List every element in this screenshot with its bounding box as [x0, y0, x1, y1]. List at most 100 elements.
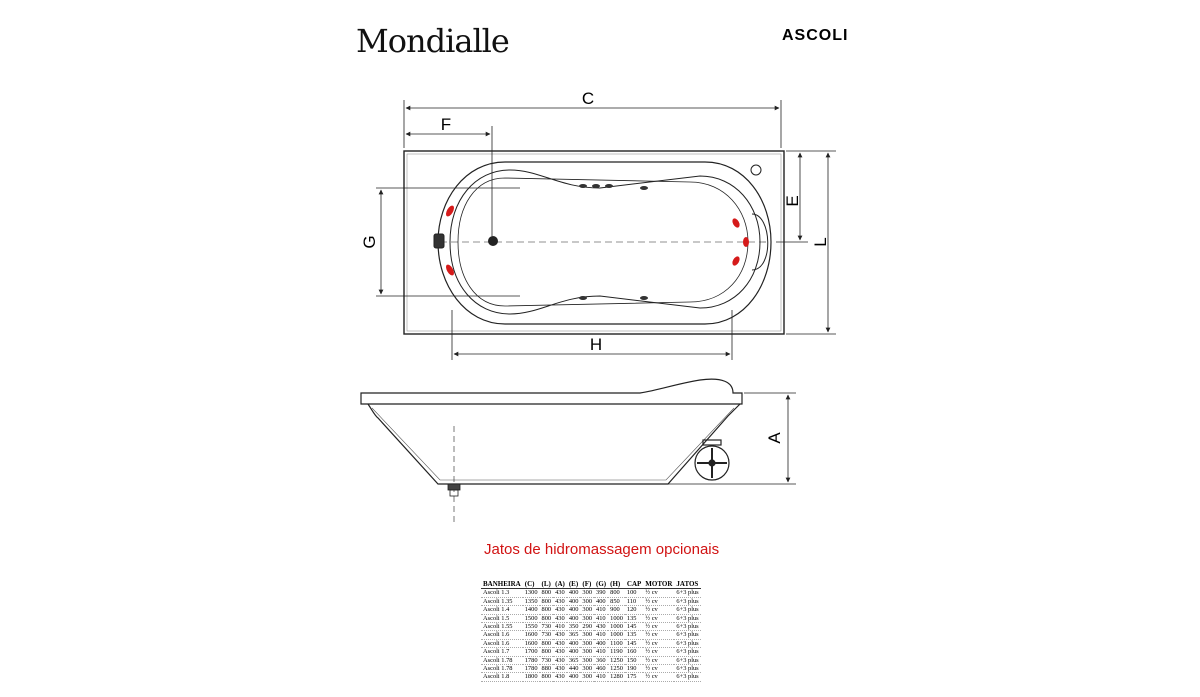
table-cell: 430	[553, 656, 567, 666]
table-cell: 1600	[522, 630, 540, 640]
table-cell: Ascoli 1.5	[481, 614, 523, 624]
drain-fitting	[447, 483, 461, 497]
table-cell: 300	[580, 647, 595, 657]
table-cell: Ascoli 1.7	[481, 647, 523, 657]
side-shell	[367, 403, 741, 485]
table-cell: 350	[566, 622, 581, 632]
table-cell: Ascoli 1.35	[481, 597, 523, 607]
tub-rim-inner-edge	[406, 153, 782, 332]
table-cell: 6+3 plus	[674, 614, 701, 624]
table-cell: 300	[580, 639, 595, 649]
table-cell: 1000	[608, 614, 625, 624]
col-motor: MOTOR	[643, 580, 675, 590]
table-cell: 1300	[522, 588, 540, 598]
table-cell: 430	[553, 614, 567, 624]
table-cell: Ascoli 1.78	[481, 664, 523, 674]
table-cell: 300	[580, 664, 595, 674]
table-cell: 1250	[608, 664, 625, 674]
table-cell: 400	[594, 639, 609, 649]
table-cell: 1780	[522, 656, 540, 666]
spec-table: BANHEIRA (C) (L) (A) (E) (F) (G) (H) CAP…	[481, 580, 701, 682]
table-cell: 410	[594, 672, 609, 682]
col-e: (E)	[566, 580, 581, 590]
table-cell: 1550	[522, 622, 540, 632]
table-cell: Ascoli 1.6	[481, 639, 523, 649]
dimension-g-label: G	[360, 235, 379, 248]
table-cell: 1400	[522, 605, 540, 615]
basin-inner-outline	[449, 169, 761, 315]
table-cell: 430	[553, 630, 567, 640]
col-a: (A)	[553, 580, 567, 590]
table-cell: ½ cv	[643, 664, 675, 674]
table-cell: 100	[624, 588, 644, 598]
side-rim	[360, 378, 743, 405]
table-cell: 110	[624, 597, 644, 607]
table-cell: 430	[553, 597, 567, 607]
table-cell: 800	[539, 614, 554, 624]
side-view	[360, 378, 743, 522]
basin-floor-outline	[457, 177, 749, 307]
table-cell: 440	[566, 664, 581, 674]
dimension-l	[786, 150, 836, 335]
table-cell: 430	[553, 588, 567, 598]
dimension-c-label: C	[582, 89, 594, 108]
dimension-h	[451, 310, 733, 360]
table-cell: 1100	[608, 639, 625, 649]
table-cell: 300	[580, 630, 595, 640]
table-cell: 800	[539, 597, 554, 607]
table-cell: ½ cv	[643, 639, 675, 649]
table-cell: 400	[566, 605, 581, 615]
table-cell: 880	[539, 664, 554, 674]
table-cell: 150	[624, 656, 644, 666]
drain	[488, 236, 498, 246]
optional-jets-note: Jatos de hidromassagem opcionais	[484, 541, 720, 558]
col-f: (F)	[580, 580, 595, 590]
table-cell: 800	[539, 672, 554, 682]
table-cell: 6+3 plus	[674, 656, 701, 666]
table-cell: 365	[566, 656, 581, 666]
table-cell: 145	[624, 622, 644, 632]
table-cell: 1350	[522, 597, 540, 607]
table-cell: 1700	[522, 647, 540, 657]
table-cell: 300	[580, 656, 595, 666]
table-cell: 6+3 plus	[674, 647, 701, 657]
col-l: (L)	[539, 580, 554, 590]
table-cell: Ascoli 1.78	[481, 656, 523, 666]
table-cell: 1000	[608, 622, 625, 632]
col-cap: CAP	[624, 580, 644, 590]
suction-plate	[433, 233, 445, 249]
table-cell: Ascoli 1.8	[481, 672, 523, 682]
table-cell: 120	[624, 605, 644, 615]
col-c: (C)	[522, 580, 540, 590]
optional-red-jets	[446, 205, 749, 276]
table-cell: 1600	[522, 639, 540, 649]
table-cell: 410	[553, 622, 567, 632]
table-cell: 135	[624, 630, 644, 640]
table-cell: 400	[566, 647, 581, 657]
table-cell: 800	[539, 605, 554, 615]
brand-logo: Mondialle	[356, 22, 510, 60]
table-cell: 800	[608, 588, 625, 598]
table-cell: 900	[608, 605, 625, 615]
table-cell: 410	[594, 647, 609, 657]
table-cell: 430	[553, 664, 567, 674]
table-cell: 400	[566, 588, 581, 598]
side-jets	[579, 184, 648, 300]
table-cell: 6+3 plus	[674, 630, 701, 640]
side-shell-inner	[371, 407, 735, 481]
table-cell: 730	[539, 622, 554, 632]
dimension-a-label: A	[765, 432, 784, 444]
table-cell: 800	[539, 588, 554, 598]
dimension-h-label: H	[590, 335, 602, 354]
table-cell: 145	[624, 639, 644, 649]
table-cell: ½ cv	[643, 597, 675, 607]
table-cell: 410	[594, 630, 609, 640]
